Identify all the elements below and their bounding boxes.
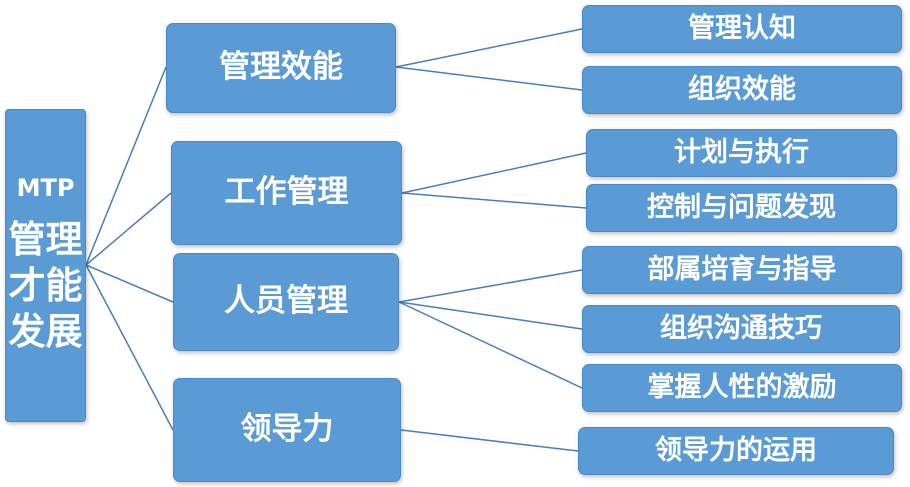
connector-root-branch-4 — [85, 264, 174, 431]
leaf-node: 部属培育与指导 — [582, 246, 902, 294]
connector-b3-c1 — [398, 269, 583, 303]
branch-node-people-management: 人员管理 — [173, 253, 399, 351]
leaf-label: 部属培育与指导 — [647, 254, 837, 286]
leaf-node: 掌握人性的激励 — [582, 364, 902, 412]
branch-label: 人员管理 — [224, 283, 348, 320]
branch-node-management-efficiency: 管理效能 — [166, 23, 396, 113]
connector-root-branch-2 — [85, 192, 172, 266]
connector-b1-c1 — [395, 28, 583, 68]
leaf-label: 组织沟通技巧 — [660, 313, 822, 345]
root-node: MTP 管理才能发展 — [5, 109, 86, 422]
leaf-node: 领导力的运用 — [578, 427, 894, 475]
root-subtitle: MTP — [16, 174, 75, 203]
root-title: 管理才能发展 — [8, 217, 83, 354]
connector-b3-c2 — [398, 301, 583, 330]
leaf-node: 管理认知 — [582, 5, 902, 53]
leaf-label: 掌握人性的激励 — [647, 372, 837, 404]
leaf-node: 计划与执行 — [586, 129, 897, 177]
leaf-node: 控制与问题发现 — [586, 184, 897, 232]
connector-b1-c2 — [395, 66, 583, 91]
branch-node-work-management: 工作管理 — [171, 141, 402, 245]
connector-b3-c3 — [398, 301, 583, 389]
branch-label: 工作管理 — [224, 174, 349, 211]
leaf-label: 控制与问题发现 — [647, 192, 836, 224]
leaf-node: 组织效能 — [582, 66, 902, 114]
connector-root-branch-3 — [85, 264, 174, 303]
branch-node-leadership: 领导力 — [173, 378, 401, 482]
leaf-label: 计划与执行 — [674, 137, 809, 169]
connector-b2-c2 — [401, 192, 587, 209]
branch-label: 管理效能 — [219, 49, 343, 86]
leaf-label: 领导力的运用 — [655, 435, 817, 467]
branch-label: 领导力 — [240, 411, 334, 448]
leaf-label: 组织效能 — [688, 74, 796, 106]
connector-root-branch-1 — [85, 66, 167, 266]
connector-b2-c1 — [401, 152, 587, 194]
leaf-node: 组织沟通技巧 — [582, 305, 900, 353]
connector-b4-c1 — [400, 429, 579, 452]
leaf-label: 管理认知 — [688, 13, 796, 45]
